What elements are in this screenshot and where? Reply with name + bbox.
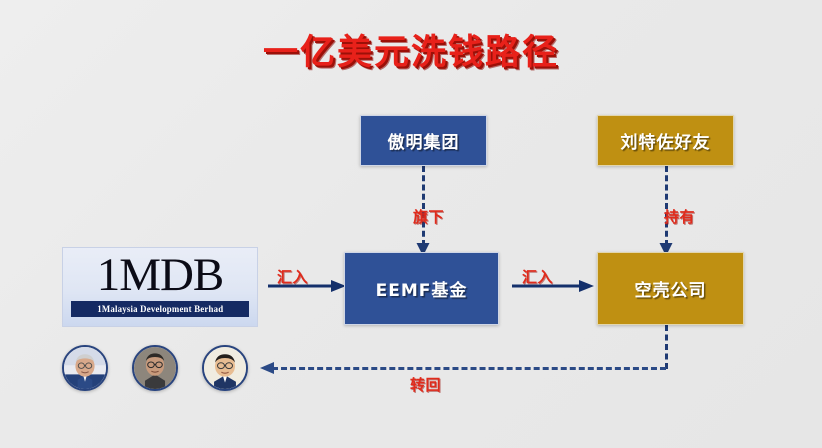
node-1mdb-logo[interactable]: 1MDB 1Malaysia Development Berhad xyxy=(62,247,258,327)
arrowhead-aoming-to-eemf xyxy=(416,243,430,256)
page-title: 一亿美元洗钱路径 xyxy=(262,33,559,73)
node-shell-label: 空壳公司 xyxy=(634,281,707,301)
connector-label-subsidiary: 旗下 xyxy=(413,208,445,226)
portrait-najib[interactable] xyxy=(62,345,108,391)
portrait-najib-image xyxy=(64,347,106,389)
logo-subtitle: 1Malaysia Development Berhad xyxy=(96,304,224,314)
connector-1mdb-to-eemf xyxy=(268,280,346,292)
portrait-associate[interactable] xyxy=(132,345,178,391)
node-friend-label: 刘特佐好友 xyxy=(620,133,711,153)
arrowhead-friend-to-shell xyxy=(659,243,673,256)
node-aoming-group[interactable]: 傲明集团 xyxy=(360,115,487,166)
connector-shell-to-portraits xyxy=(272,367,666,370)
node-eemf-label: EEMF基金 xyxy=(375,281,468,301)
portrait-associate-image xyxy=(134,347,176,389)
connector-shell-down xyxy=(665,325,668,369)
node-jho-low-friend[interactable]: 刘特佐好友 xyxy=(597,115,734,166)
arrowhead-return-to-portraits xyxy=(260,362,274,374)
node-aoming-label: 傲明集团 xyxy=(387,133,460,153)
connector-eemf-to-shell xyxy=(512,280,594,292)
connector-label-transfer-in-2: 汇入 xyxy=(522,268,554,286)
connector-label-transfer-in-1: 汇入 xyxy=(277,268,309,286)
logo-subtitle-bar: 1Malaysia Development Berhad xyxy=(71,301,249,317)
connector-aoming-to-eemf xyxy=(422,166,425,246)
logo-wordmark: 1MDB xyxy=(96,249,225,301)
connector-label-holds: 持有 xyxy=(664,208,696,226)
connector-friend-to-shell xyxy=(665,166,668,246)
connector-label-transfer-back: 转回 xyxy=(410,376,442,394)
node-eemf-fund[interactable]: EEMF基金 xyxy=(344,252,499,325)
node-shell-company[interactable]: 空壳公司 xyxy=(597,252,744,325)
portrait-jho-low[interactable] xyxy=(202,345,248,391)
portrait-jho-low-image xyxy=(204,347,246,389)
